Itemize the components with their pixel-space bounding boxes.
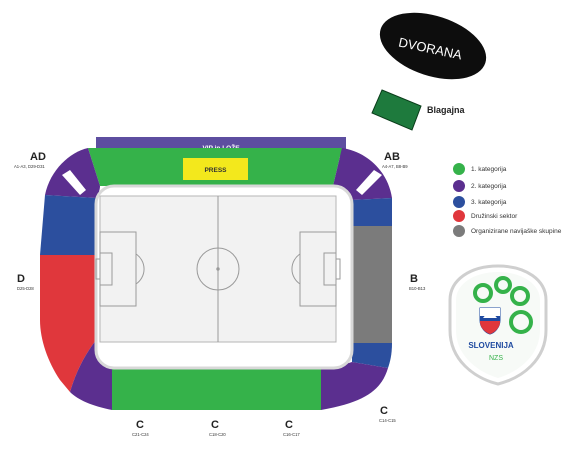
legend-swatch — [453, 180, 465, 192]
sector-label-ab: AB A4-A7, B8-B9 — [382, 151, 408, 169]
sector-label-c2: C C18-C20 — [209, 419, 226, 437]
svg-text:D25-D28: D25-D28 — [17, 286, 34, 291]
svg-text:C14-C15: C14-C15 — [379, 418, 396, 423]
svg-text:AD: AD — [30, 151, 46, 163]
pitch-markings — [95, 196, 341, 342]
svg-text:2. kategorija: 2. kategorija — [471, 183, 507, 190]
sector-right-blue-bottom[interactable] — [352, 343, 392, 368]
svg-text:3. kategorija: 3. kategorija — [471, 199, 507, 206]
sector-left-blue[interactable] — [40, 195, 96, 255]
blagajna-label: Blagajna — [427, 105, 466, 115]
logo-country: SLOVENIJA — [468, 341, 514, 350]
legend-item: 3. kategorija — [453, 196, 507, 208]
svg-text:AB: AB — [384, 151, 400, 163]
svg-text:C21-C24: C21-C24 — [132, 432, 149, 437]
sector-label-ad: AD A1-A3, D29-D31 — [14, 151, 46, 169]
svg-text:C: C — [380, 405, 388, 417]
nzs-logo: SLOVENIJA NZS — [448, 264, 548, 386]
sector-d-family[interactable] — [40, 255, 96, 392]
svg-text:B: B — [410, 273, 418, 285]
svg-text:C: C — [211, 419, 219, 431]
sector-label-c3: C C16-C17 — [283, 419, 300, 437]
svg-text:B10-B13: B10-B13 — [409, 286, 426, 291]
press-box[interactable] — [183, 158, 248, 180]
sector-bottom-right-purple[interactable] — [321, 362, 388, 410]
legend-swatch — [453, 225, 465, 237]
sector-label-d: D D25-D28 — [17, 273, 34, 291]
vip-label: VIP in LOŽE — [202, 143, 240, 152]
legend-item: Družinski sektor — [453, 210, 518, 222]
sector-ad-corner[interactable] — [45, 148, 100, 198]
press-label: PRESS — [204, 167, 227, 174]
sector-label-c1: C C21-C24 — [132, 419, 149, 437]
sector-top-right-green[interactable] — [248, 148, 342, 186]
svg-text:A1-A3, D29-D31: A1-A3, D29-D31 — [14, 164, 45, 169]
svg-text:1. kategorija: 1. kategorija — [471, 166, 507, 173]
legend: 1. kategorija 2. kategorija 3. kategorij… — [453, 163, 562, 237]
legend-swatch — [453, 163, 465, 175]
sector-right-blue-top[interactable] — [352, 198, 392, 226]
legend-swatch — [453, 210, 465, 222]
sector-bottom-green[interactable] — [112, 368, 321, 410]
sector-label-c4: C C14-C15 — [379, 405, 396, 423]
svg-text:C18-C20: C18-C20 — [209, 432, 226, 437]
legend-swatch — [453, 196, 465, 208]
legend-item: 1. kategorija — [453, 163, 507, 175]
sector-ab-corner[interactable] — [333, 148, 392, 200]
svg-text:C: C — [136, 419, 144, 431]
sector-top-left-green[interactable] — [88, 148, 183, 186]
sector-label-b: B B10-B13 — [409, 273, 426, 291]
sector-b-organized[interactable] — [352, 226, 392, 343]
legend-item: 2. kategorija — [453, 180, 507, 192]
cashier-booth[interactable]: Blagajna — [371, 89, 466, 131]
logo-org: NZS — [489, 355, 503, 362]
svg-text:C16-C17: C16-C17 — [283, 432, 300, 437]
svg-text:D: D — [17, 273, 25, 285]
legend-item: Organizirane navijaške skupine — [453, 225, 562, 237]
svg-text:Organizirane navijaške skupine: Organizirane navijaške skupine — [471, 228, 562, 235]
svg-text:C: C — [285, 419, 293, 431]
svg-text:Družinski sektor: Družinski sektor — [471, 213, 518, 220]
svg-text:A4-A7, B8-B9: A4-A7, B8-B9 — [382, 164, 408, 169]
dvorana-building: DVORANA — [379, 12, 487, 80]
